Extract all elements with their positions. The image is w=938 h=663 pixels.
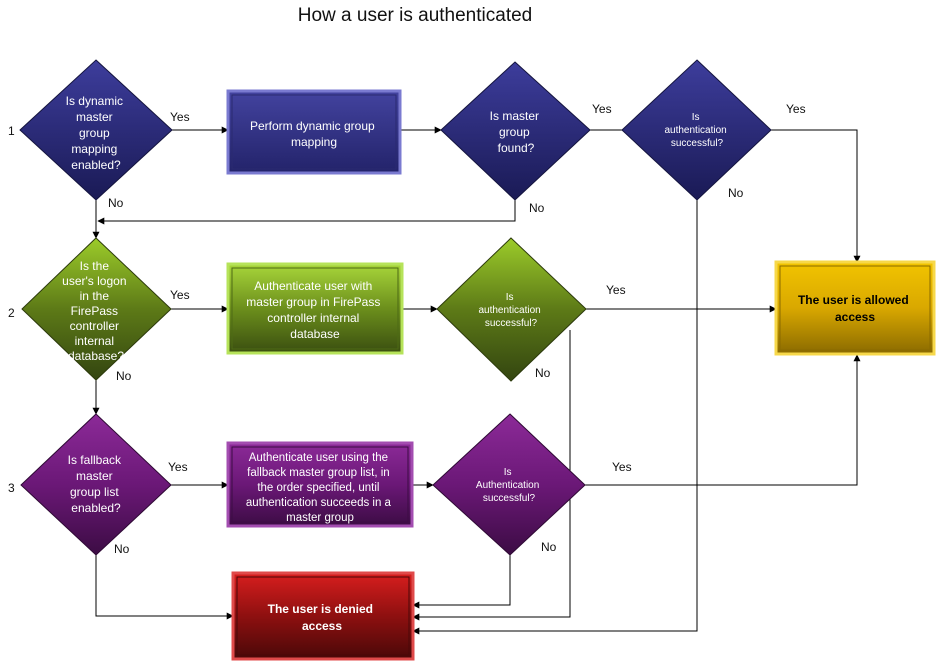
node-text: Is master [490, 109, 539, 123]
node-text: authentication [478, 305, 540, 316]
edge-label-d4-no: No [116, 369, 132, 383]
edge-label-d6-no: No [114, 542, 130, 556]
node-text: fallback master group list, in [247, 467, 390, 479]
row-number-2: 2 [8, 306, 15, 320]
node-text: Is [506, 292, 514, 303]
edge-label-d2-no: No [529, 201, 545, 215]
edge-label-d3-yes: Yes [786, 102, 806, 116]
edge-label-d3-no: No [728, 186, 744, 200]
node-text: enabled? [71, 501, 121, 515]
edge-label-d6-yes: Yes [168, 460, 188, 474]
node-text: FirePass [71, 304, 118, 318]
svg-text:Is Authentication: Is Authentication successful? [476, 467, 542, 504]
svg-text:Is authentication: Is authentication successful? [664, 112, 729, 149]
edge-label-d2-yes: Yes [592, 102, 612, 116]
node-text: Is dynamic [66, 94, 123, 108]
edge-d3-no [412, 200, 698, 635]
node-text: Is fallback [68, 453, 122, 467]
decision-logon-in-database: Is the user's logon in the FirePass cont… [21, 237, 172, 381]
svg-text:Is fallback master: Is fallback master group list enabled? [68, 453, 125, 515]
node-text: controller internal [267, 311, 359, 325]
node-text: Perform dynamic group [250, 119, 375, 133]
edge-label-d7-yes: Yes [612, 460, 632, 474]
node-text: internal [75, 334, 114, 348]
edge-label-d1-yes: Yes [170, 110, 190, 124]
svg-text:Authenticate user using the: Authenticate user using the fallback mas… [246, 452, 394, 524]
edge-label-d4-yes: Yes [170, 288, 190, 302]
node-text: database [290, 327, 340, 341]
decision-fallback-enabled: Is fallback master group list enabled? [20, 413, 172, 556]
decision-auth-successful-1: Is authentication successful? [621, 59, 772, 201]
terminal-user-allowed: The user is allowed access [774, 260, 936, 356]
node-text: The user is allowed [798, 293, 909, 307]
svg-text:The user is denied acces: The user is denied access [268, 602, 377, 633]
edge-d3-yes [771, 129, 861, 263]
node-text: master [76, 110, 113, 124]
node-text: Is [504, 467, 512, 478]
process-authenticate-internal-db: Authenticate user with master group in F… [226, 262, 404, 355]
node-text: master group [286, 512, 354, 524]
node-text: authentication [664, 125, 726, 136]
node-text: group list [70, 485, 119, 499]
node-text: controller [70, 319, 119, 333]
edge-labels: Yes No Yes No Yes No Yes No Yes No Yes N… [108, 102, 806, 556]
node-text: mapping [71, 142, 117, 156]
node-text: authentication succeeds in a [246, 497, 392, 509]
edge-label-d5-no: No [535, 366, 551, 380]
decision-master-group-found: Is master group found? [440, 61, 591, 201]
node-text: successful? [671, 138, 724, 149]
svg-text:Authenticate user with m: Authenticate user with master group in F… [246, 279, 383, 341]
node-text: Authenticate user with [254, 279, 372, 293]
connectors [92, 126, 861, 635]
edge-d2-no [97, 200, 516, 225]
terminal-user-denied: The user is denied access [231, 571, 415, 661]
edge-label-d5-yes: Yes [606, 283, 626, 297]
node-text: access [835, 310, 875, 324]
edge-d6-no [95, 555, 234, 620]
node-text: group [79, 126, 110, 140]
node-text: Authenticate user using the [249, 452, 388, 464]
edge-d7-yes [585, 354, 861, 486]
decision-auth-successful-3: Is Authentication successful? [432, 413, 586, 556]
node-text: the order specified, until [257, 482, 379, 494]
decision-dynamic-mapping: Is dynamic master group mapping enabled? [19, 59, 173, 201]
edge-d5-no [412, 330, 571, 621]
process-fallback-list: Authenticate user using the fallback mas… [226, 441, 414, 528]
node-text: master [76, 469, 113, 483]
page-title: How a user is authenticated [297, 5, 533, 26]
svg-text:Is the user's logon: Is the user's logon in the FirePass cont… [62, 259, 130, 363]
node-text: database? [68, 349, 124, 363]
node-text: Is [692, 112, 700, 123]
node-text: group [499, 125, 530, 139]
row-number-3: 3 [8, 481, 15, 495]
node-text: user's logon [62, 274, 126, 288]
node-text: Is the [80, 259, 110, 273]
node-text: Authentication [476, 480, 539, 491]
node-text: successful? [483, 493, 536, 504]
decision-auth-successful-2: Is authentication successful? [436, 237, 587, 382]
svg-text:Is authentication: Is authentication successful? [478, 292, 543, 329]
edge-label-d1-no: No [108, 196, 124, 210]
node-text: The user is denied [268, 602, 373, 616]
edge-label-d7-no: No [541, 540, 557, 554]
svg-text:Is master group fo: Is master group found? [490, 109, 543, 155]
svg-text:Is dynamic master: Is dynamic master group mapping enabled? [66, 94, 127, 172]
node-text: found? [498, 141, 535, 155]
node-text: enabled? [71, 158, 121, 172]
node-text: successful? [485, 318, 538, 329]
node-text: master group in FirePass [246, 295, 380, 309]
process-dynamic-group-mapping: Perform dynamic group mapping [226, 89, 402, 175]
node-text: in the [80, 289, 110, 303]
row-number-1: 1 [8, 124, 15, 138]
svg-text:The user is allowed acce: The user is allowed access [798, 293, 912, 324]
node-text: mapping [291, 135, 337, 149]
edge-d7-no [412, 555, 511, 609]
node-text: access [302, 619, 342, 633]
svg-text:Perform dynamic group ma: Perform dynamic group mapping [250, 119, 378, 149]
